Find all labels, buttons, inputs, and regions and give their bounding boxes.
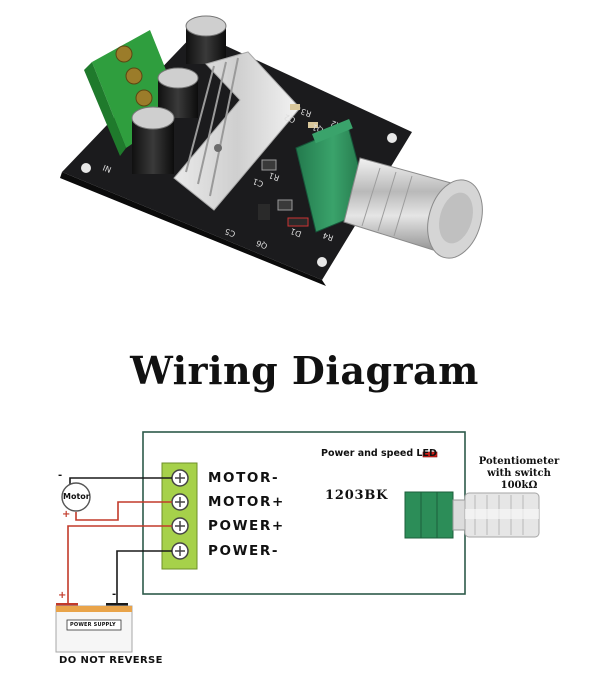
silkscreen: IN R3 R2 Q1 Q2 C1 R1 C5 Q6 R4 D1: [101, 106, 342, 250]
potentiometer-photo: [295, 119, 483, 259]
silk-code: C1: [252, 176, 265, 188]
motor-plus-sign: +: [62, 509, 71, 520]
battery-icon: [55, 603, 133, 653]
warning-label: DO NOT REVERSE: [59, 655, 163, 666]
silk-code: Q6: [255, 238, 269, 250]
knob-icon: [343, 157, 483, 259]
silk-code: D1: [289, 226, 303, 238]
wires: [67, 477, 172, 603]
mounting-hole: [387, 133, 397, 143]
terminal-screw-icon: [171, 542, 189, 560]
silk-code: R1: [268, 170, 281, 182]
potentiometer-label: Potentiometer with switch 100kΩ: [464, 456, 574, 492]
wire-power-plus: [67, 525, 172, 603]
silk-code: Q2: [283, 112, 297, 124]
terminal-label-motor-plus: MOTOR+: [208, 494, 285, 510]
terminal-label-power-plus: POWER+: [208, 518, 285, 534]
terminal-screws: [171, 469, 189, 560]
psu-minus-sign: -: [112, 589, 117, 600]
potentiometer-label-line3: 100kΩ: [500, 480, 538, 491]
wire-power-minus: [116, 550, 172, 603]
board-model-label: 1203BK: [325, 488, 389, 503]
capacitors: [131, 15, 227, 174]
silk-code: C5: [224, 226, 237, 238]
terminal-screw-icon: [171, 469, 189, 487]
mounting-hole: [81, 163, 91, 173]
terminal-screw-icon: [115, 45, 133, 63]
smd-components: [258, 104, 318, 227]
terminal-label-motor-minus: MOTOR-: [208, 470, 280, 486]
wire-motor-plus: [75, 501, 172, 521]
silk-code: R3: [300, 106, 313, 118]
terminal-screw-icon: [171, 517, 189, 535]
led-indicator-icon: [422, 451, 438, 458]
heatsink: [173, 51, 301, 211]
mounting-hole: [317, 257, 327, 267]
terminal-screw-icon: [125, 67, 143, 85]
led-label: Power and speed LED: [321, 448, 437, 459]
terminal-label-power-minus: POWER-: [208, 543, 280, 559]
product-photo: IN R3 R2 Q1 Q2 C1 R1 C5 Q6 R4 D1: [60, 15, 483, 286]
psu-plus-sign: +: [58, 590, 67, 601]
page-title: Wiring Diagram: [130, 348, 479, 393]
terminal-screw-icon: [135, 89, 153, 107]
motor-icon: [61, 482, 91, 512]
silk-input-label: IN: [101, 164, 112, 175]
wire-motor-minus: [69, 477, 172, 486]
terminal-screw-icon: [171, 493, 189, 511]
silk-code: R4: [322, 230, 335, 242]
potentiometer-icon: [404, 491, 540, 539]
power-supply-label: POWER SUPPLY: [70, 622, 116, 628]
motor-minus-sign: -: [58, 470, 63, 481]
potentiometer-label-line2: with switch: [487, 468, 551, 479]
potentiometer-label-line1: Potentiometer: [478, 456, 560, 467]
motor-label: Motor: [63, 492, 90, 501]
